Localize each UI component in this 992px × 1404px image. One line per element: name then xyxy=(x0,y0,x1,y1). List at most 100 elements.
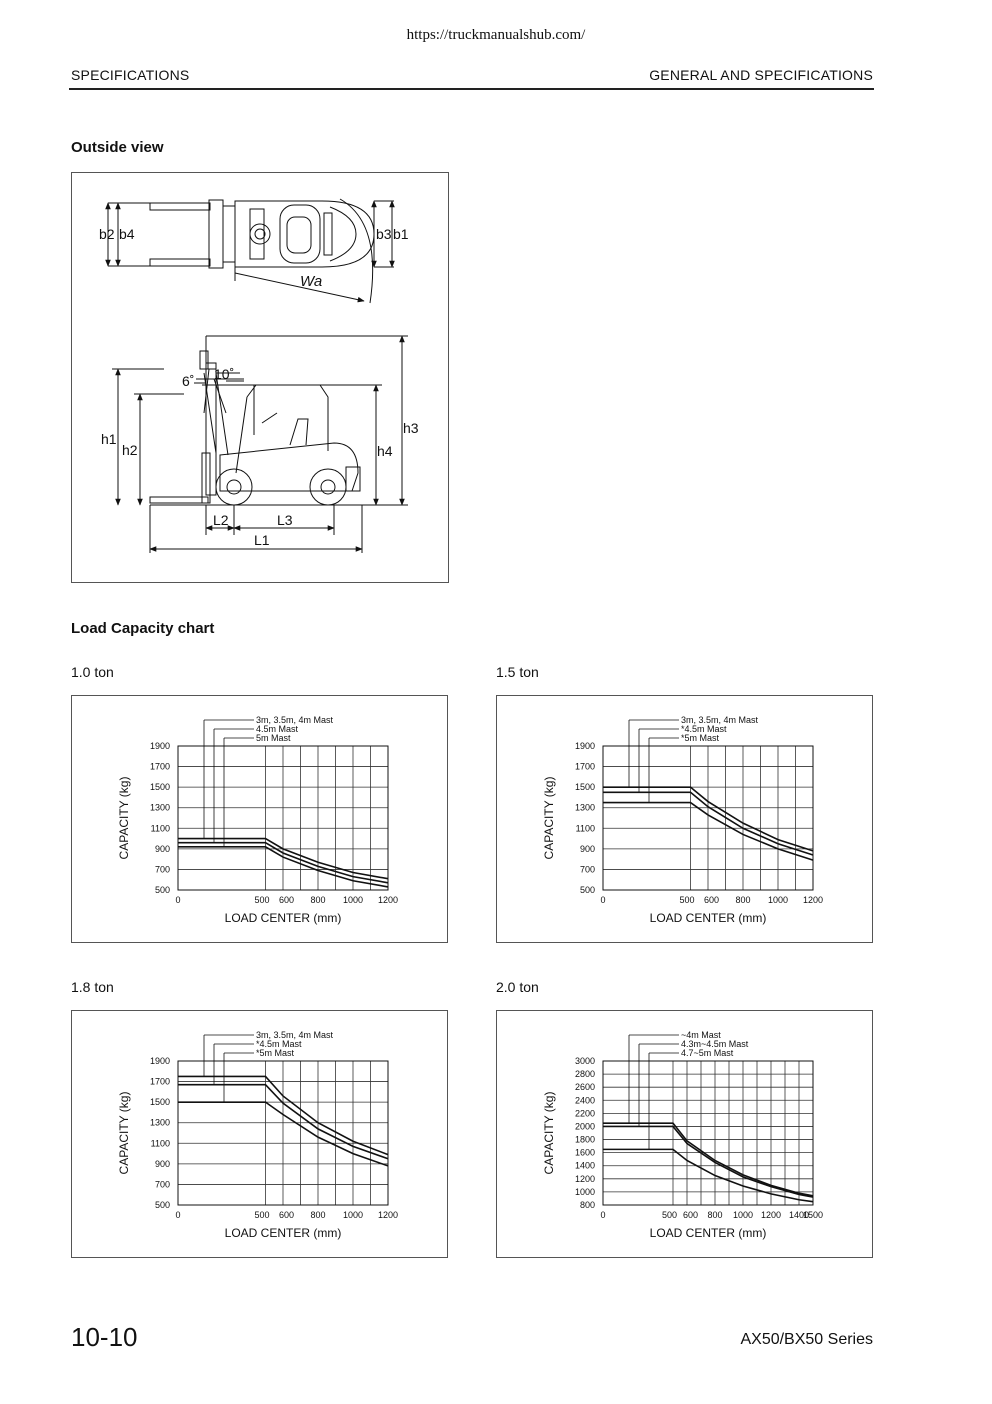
series-line-1 xyxy=(178,837,389,880)
y-tick-label: 1700 xyxy=(575,762,595,772)
series-line-3 xyxy=(178,1101,389,1167)
y-tick-label: 900 xyxy=(155,844,170,854)
y-tick-label: 700 xyxy=(155,1179,170,1189)
x-axis-label: LOAD CENTER (mm) xyxy=(650,911,767,925)
outside-view-diagram: b2 b4 b3 b1 Wa 6˚ 10˚ h1 h2 h3 h4 L2 L3 … xyxy=(71,172,449,583)
y-tick-label: 1000 xyxy=(575,1187,595,1197)
x-tick-label: 1200 xyxy=(803,895,823,905)
y-tick-label: 500 xyxy=(580,885,595,895)
legend-entry: 3m, 3.5m, 4m Mast xyxy=(256,715,334,725)
series-line-1 xyxy=(603,786,814,852)
label-b4: b4 xyxy=(119,226,135,242)
label-L2: L2 xyxy=(213,512,229,528)
x-tick-label: 600 xyxy=(279,895,294,905)
y-tick-label: 700 xyxy=(580,864,595,874)
legend-entry: 4.5m Mast xyxy=(256,724,299,734)
plot-frame xyxy=(177,1060,389,1206)
x-tick-label: 0 xyxy=(600,895,605,905)
x-tick-label: 1000 xyxy=(343,895,363,905)
series-line-2 xyxy=(178,841,389,884)
y-tick-label: 1500 xyxy=(150,1097,170,1107)
outside-view-heading: Outside view xyxy=(71,139,164,156)
y-tick-label: 900 xyxy=(155,1159,170,1169)
x-tick-label: 1000 xyxy=(733,1210,753,1220)
y-tick-label: 500 xyxy=(155,885,170,895)
label-angle-front: 6˚ xyxy=(182,373,194,389)
source-url[interactable]: https://truckmanualshub.com/ xyxy=(406,27,586,43)
x-tick-label: 500 xyxy=(254,895,269,905)
y-tick-label: 1900 xyxy=(575,741,595,751)
label-h4: h4 xyxy=(377,443,393,459)
y-tick-label: 2400 xyxy=(575,1095,595,1105)
y-tick-label: 1300 xyxy=(150,803,170,813)
label-h1: h1 xyxy=(101,431,117,447)
y-tick-label: 1900 xyxy=(150,741,170,751)
x-tick-label: 600 xyxy=(683,1210,698,1220)
x-tick-label: 600 xyxy=(279,1210,294,1220)
series-line-3 xyxy=(603,801,814,861)
x-tick-label: 1200 xyxy=(378,1210,398,1220)
plot-frame xyxy=(602,745,814,891)
legend-entry: 5m Mast xyxy=(256,733,291,743)
y-tick-label: 1300 xyxy=(150,1118,170,1128)
label-L1: L1 xyxy=(254,532,270,548)
legend-entry: *4.5m Mast xyxy=(681,724,727,734)
y-tick-label: 1900 xyxy=(150,1056,170,1066)
label-L3: L3 xyxy=(277,512,293,528)
series-line-2 xyxy=(178,1083,389,1160)
x-tick-label: 800 xyxy=(707,1210,722,1220)
x-tick-label: 1000 xyxy=(343,1210,363,1220)
x-axis-label: LOAD CENTER (mm) xyxy=(225,911,342,925)
chart-svg-2-0-ton: 3000280026002400220020001800160014001200… xyxy=(542,1030,823,1240)
side-view xyxy=(112,335,408,553)
x-tick-label: 0 xyxy=(600,1210,605,1220)
y-tick-label: 1100 xyxy=(576,823,595,833)
series-line-2 xyxy=(603,791,814,856)
x-tick-label: 600 xyxy=(704,895,719,905)
y-tick-label: 2000 xyxy=(575,1121,595,1131)
y-tick-label: 1700 xyxy=(150,1077,170,1087)
label-h2: h2 xyxy=(122,442,138,458)
plot-frame xyxy=(602,1060,814,1206)
x-tick-label: 1000 xyxy=(768,895,788,905)
chart-title-1-5-ton: 1.5 ton xyxy=(496,664,539,680)
y-tick-label: 500 xyxy=(155,1200,170,1210)
plot-frame xyxy=(177,745,389,891)
label-b3: b3 xyxy=(376,226,392,242)
chart-title-1-0-ton: 1.0 ton xyxy=(71,664,114,680)
y-tick-label: 1100 xyxy=(151,823,170,833)
y-tick-label: 1500 xyxy=(150,782,170,792)
y-tick-label: 1600 xyxy=(575,1148,595,1158)
y-tick-label: 1400 xyxy=(575,1161,595,1171)
label-b1: b1 xyxy=(393,226,409,242)
chart-title-1-8-ton: 1.8 ton xyxy=(71,979,114,995)
forklift-drawing: b2 b4 b3 b1 Wa 6˚ 10˚ h1 h2 h3 h4 L2 L3 … xyxy=(99,198,419,553)
series-line-3 xyxy=(178,846,389,888)
y-tick-label: 1500 xyxy=(575,782,595,792)
top-view xyxy=(105,198,395,304)
x-tick-label: 1200 xyxy=(761,1210,781,1220)
y-axis-label: CAPACITY (kg) xyxy=(117,777,131,860)
y-axis-label: CAPACITY (kg) xyxy=(117,1092,131,1175)
y-tick-label: 700 xyxy=(155,864,170,874)
legend-entry: 3m, 3.5m, 4m Mast xyxy=(681,715,759,725)
series-line-3 xyxy=(603,1148,814,1203)
x-axis-label: LOAD CENTER (mm) xyxy=(225,1226,342,1240)
label-angle-rear: 10˚ xyxy=(214,366,234,382)
x-tick-label: 1500 xyxy=(803,1210,823,1220)
y-tick-label: 2800 xyxy=(575,1069,595,1079)
y-tick-label: 900 xyxy=(580,844,595,854)
header-section-right: GENERAL AND SPECIFICATIONS xyxy=(649,67,873,83)
y-tick-label: 1100 xyxy=(151,1138,170,1148)
label-h3: h3 xyxy=(403,420,419,436)
y-tick-label: 3000 xyxy=(575,1056,595,1066)
x-tick-label: 500 xyxy=(662,1210,677,1220)
x-tick-label: 1200 xyxy=(378,895,398,905)
